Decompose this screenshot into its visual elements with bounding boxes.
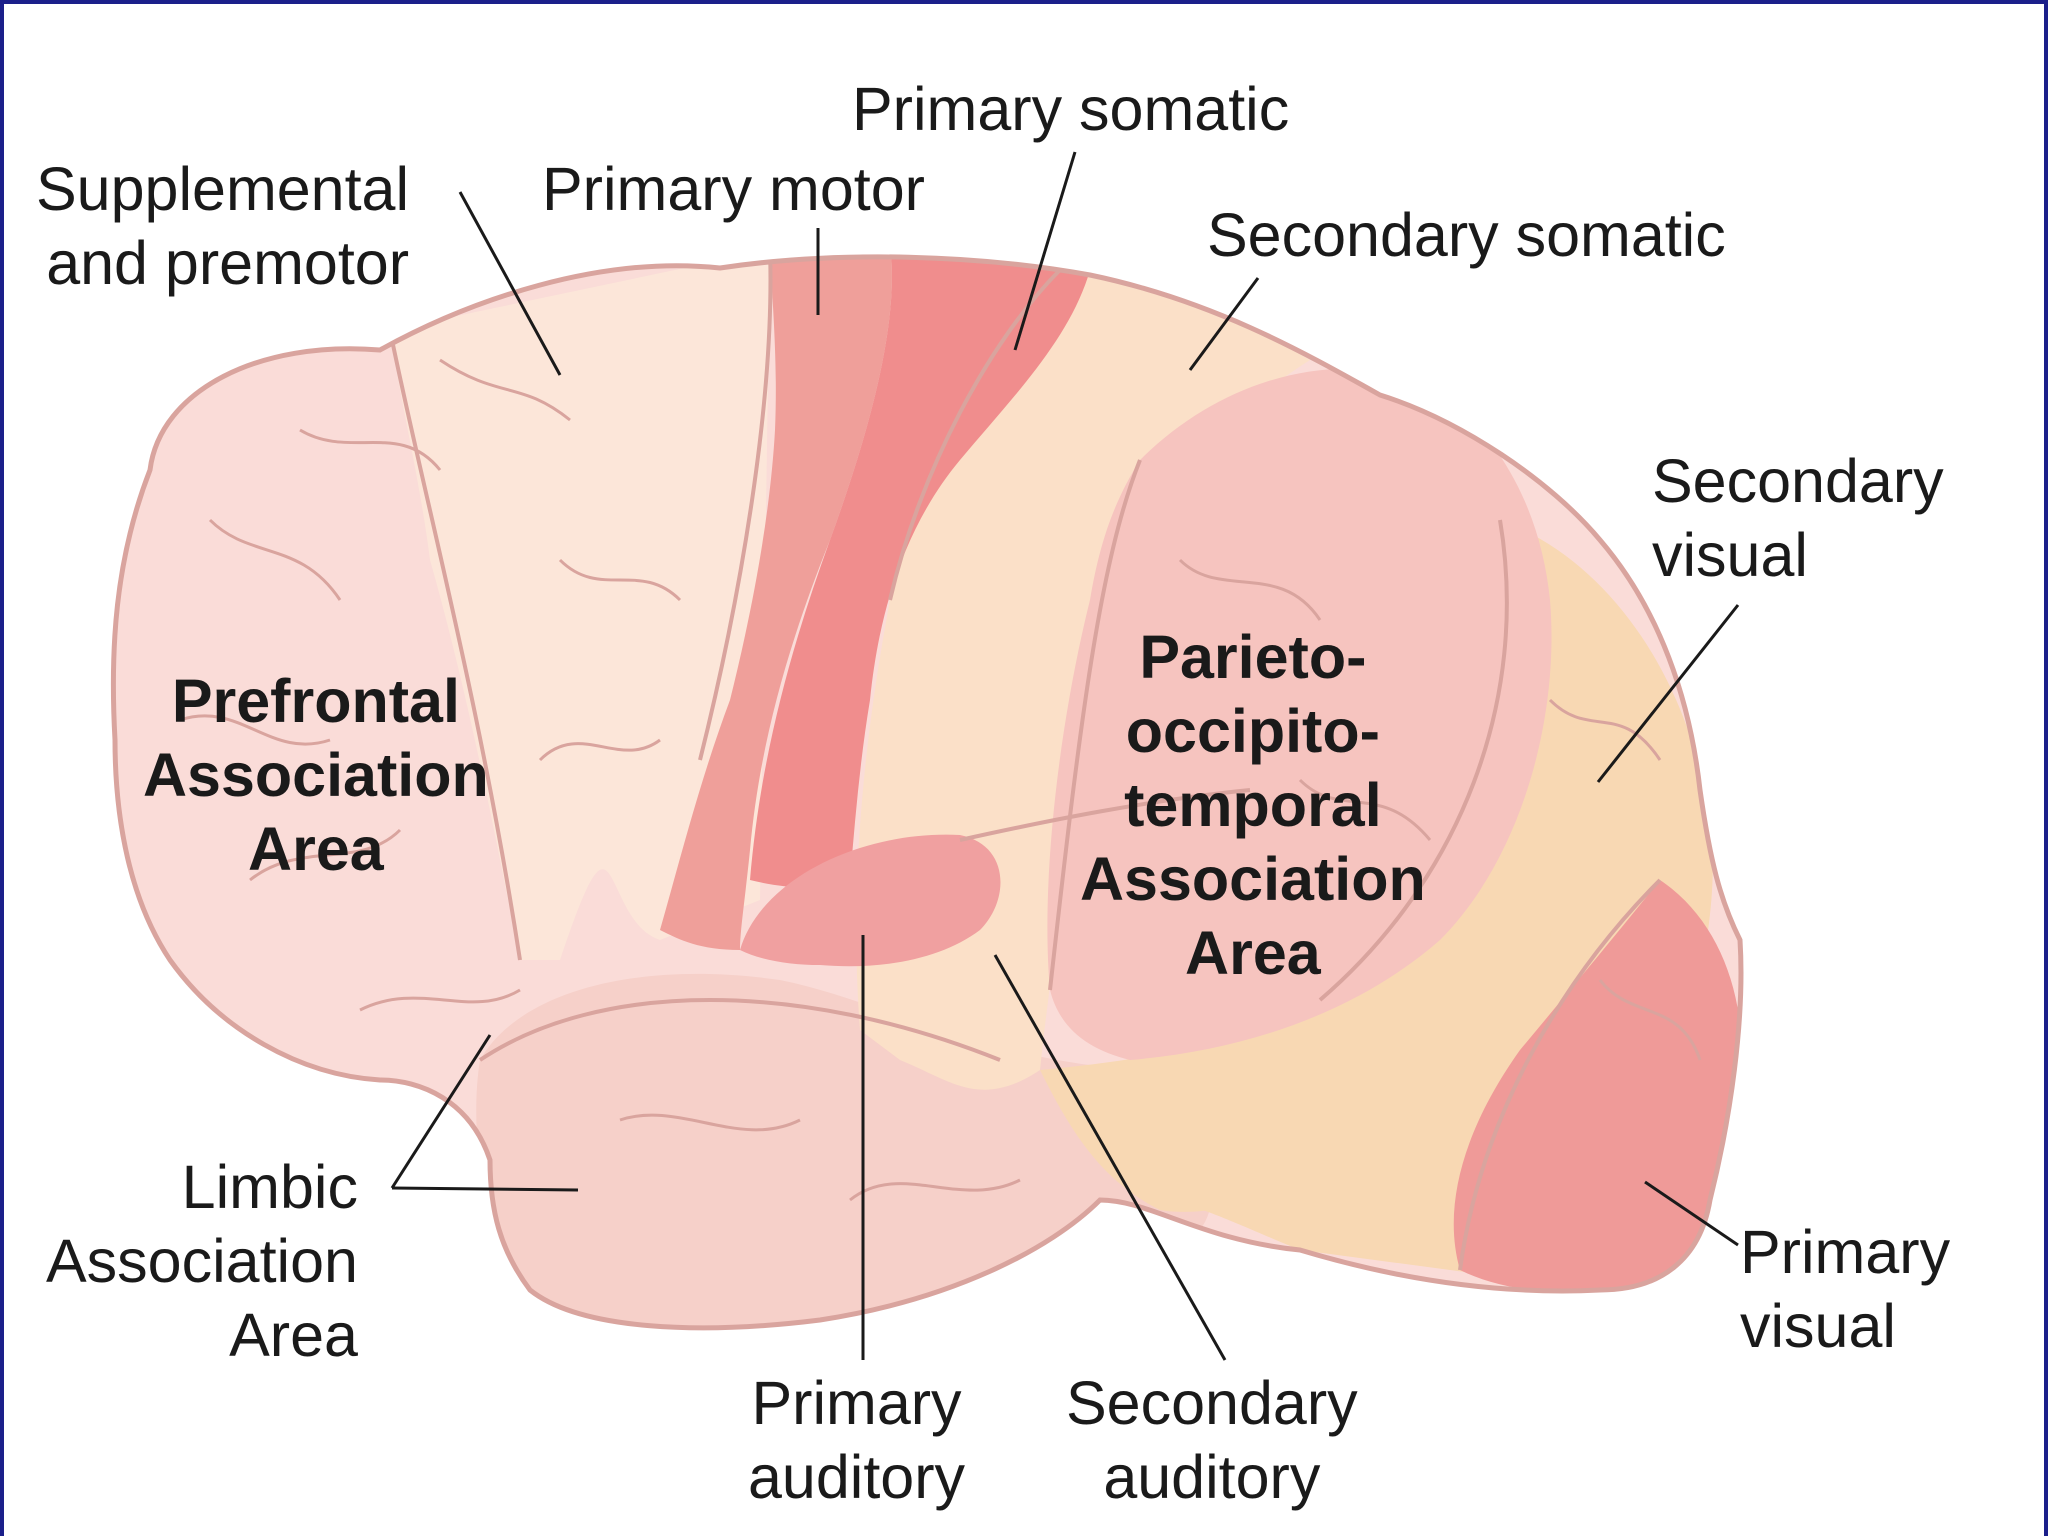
label-line: Prefrontal — [171, 667, 460, 735]
label-limbic-association-area: Limbic Association Area — [46, 1150, 358, 1372]
label-parieto-occipito-temporal: Parieto- occipito- temporal Association … — [1080, 620, 1426, 990]
label-line: auditory — [748, 1443, 966, 1511]
leader-lines — [390, 151, 1740, 1361]
parieto-occipito-temporal-region — [1047, 368, 1552, 1061]
label-line: Area — [248, 815, 384, 883]
label-line: Area — [1185, 919, 1321, 987]
label-line: Association — [1080, 845, 1426, 913]
label-line: Area — [229, 1301, 358, 1369]
secondary-somatic-leader — [1188, 277, 1260, 371]
label-line: Association — [143, 741, 489, 809]
label-line: Primary — [751, 1369, 962, 1437]
limbic-leader-right — [391, 1186, 579, 1192]
primary-visual-region — [1453, 880, 1741, 1293]
label-line: Limbic — [181, 1153, 358, 1221]
label-line: auditory — [1103, 1443, 1321, 1511]
label-line: Primary somatic — [852, 75, 1290, 143]
label-secondary-visual: Secondary visual — [1652, 444, 1944, 592]
label-line: Primary — [1740, 1218, 1951, 1286]
label-line: Association — [46, 1227, 358, 1295]
label-prefrontal-association-area: Prefrontal Association Area — [143, 664, 489, 886]
label-secondary-auditory: Secondary auditory — [1066, 1366, 1358, 1514]
supplemental-leader — [458, 191, 562, 376]
label-primary-auditory: Primary auditory — [748, 1366, 965, 1514]
secondary-visual-leader — [1596, 604, 1740, 783]
region-boundaries — [388, 256, 1662, 1271]
label-primary-motor: Primary motor — [542, 152, 925, 226]
label-line: Secondary somatic — [1207, 201, 1726, 269]
label-line: temporal — [1124, 771, 1382, 839]
primary-somatic-region — [750, 256, 1090, 888]
supplemental-region — [390, 256, 770, 960]
primary-somatic-leader — [1013, 151, 1077, 351]
label-line: Parieto- — [1139, 623, 1367, 691]
label-primary-visual: Primary visual — [1740, 1215, 1950, 1363]
secondary-auditory-leader — [993, 954, 1227, 1361]
label-primary-somatic: Primary somatic — [852, 72, 1289, 146]
primary-motor-region — [660, 256, 892, 950]
label-line: Secondary — [1066, 1369, 1358, 1437]
label-line: visual — [1652, 521, 1808, 589]
primary-visual-leader — [1644, 1180, 1739, 1247]
brain-outline — [110, 254, 1744, 1331]
label-supplemental-premotor: Supplemental and premotor — [36, 152, 409, 300]
lower-association-band — [1040, 800, 1560, 1212]
sulci-texture — [179, 358, 1702, 1202]
label-line: Supplemental — [36, 155, 410, 223]
primary-auditory-region — [740, 834, 1001, 967]
label-line: visual — [1740, 1292, 1896, 1360]
label-secondary-somatic: Secondary somatic — [1207, 198, 1726, 272]
label-line: occipito- — [1125, 697, 1380, 765]
label-line: Secondary — [1652, 447, 1944, 515]
limbic-leader-up — [390, 1034, 492, 1189]
label-line: Primary motor — [542, 155, 925, 223]
label-line: and premotor — [46, 229, 410, 297]
